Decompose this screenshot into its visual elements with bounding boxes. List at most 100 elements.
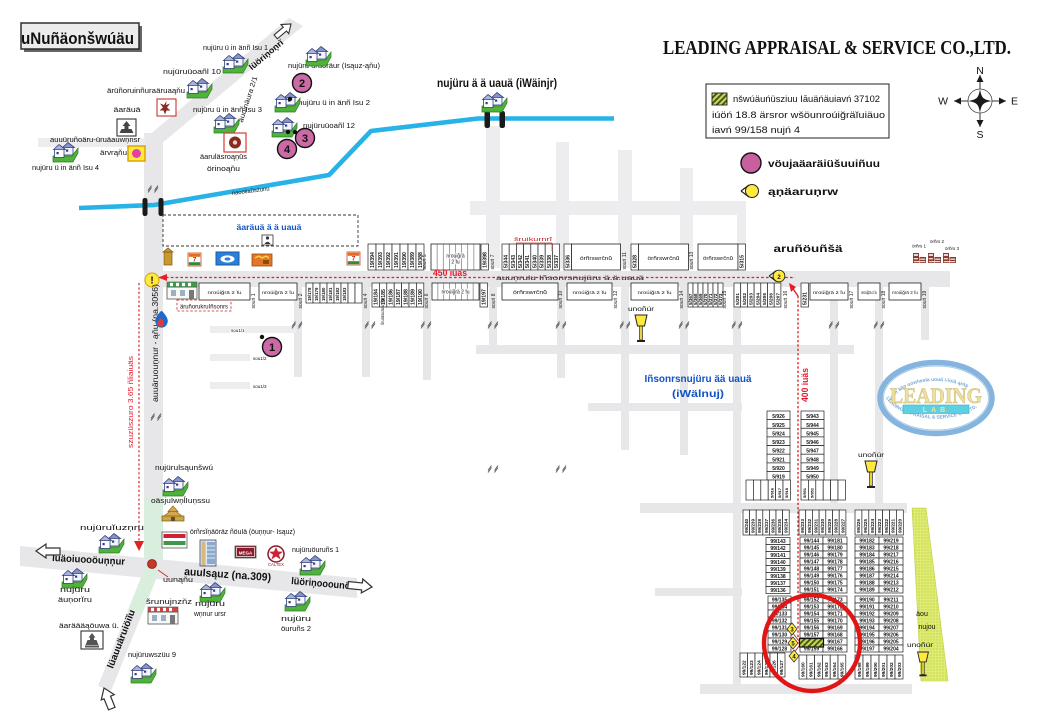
svg-text:5/343: 5/343 (511, 255, 517, 268)
svg-text:nujüru: nujüru (195, 599, 225, 608)
svg-text:19/393: 19/393 (378, 252, 384, 268)
svg-text:3: 3 (790, 627, 794, 633)
svg-text:örñrswrĉnŭ: örñrswrĉnŭ (703, 256, 733, 262)
svg-text:19/391: 19/391 (394, 252, 400, 268)
svg-text:450 iuäs: 450 iuäs (433, 268, 467, 278)
svg-text:souń 2: souń 2 (298, 293, 304, 308)
svg-text:99/202: 99/202 (889, 662, 895, 677)
svg-text:iúöń 18.8 ärsror wšöunroúiğräĭ: iúöń 18.8 ärsror wšöunroúiğräĭuiäuo (712, 110, 885, 121)
svg-text:99/197: 99/197 (859, 647, 875, 653)
svg-text:99/160: 99/160 (801, 662, 807, 677)
svg-text:5/201: 5/201 (735, 293, 741, 305)
svg-text:5/952: 5/952 (810, 487, 815, 498)
svg-text:LEADING APPRAISAL & SERVICE CO: LEADING APPRAISAL & SERVICE CO.,LTD. (663, 37, 1011, 59)
svg-text:99/168: 99/168 (827, 633, 843, 639)
svg-text:99/185: 99/185 (859, 560, 875, 566)
svg-text:nujüruüoañl 12: nujüruüoañl 12 (303, 121, 355, 130)
svg-text:uunąňu: uunąňu (163, 577, 193, 584)
svg-text:5/920: 5/920 (772, 466, 785, 472)
svg-text:99/141: 99/141 (770, 553, 786, 559)
svg-text:99/205: 99/205 (883, 640, 899, 646)
svg-text:99/186: 99/186 (859, 567, 875, 573)
svg-text:19/390: 19/390 (402, 252, 408, 268)
svg-text:99/175: 99/175 (827, 581, 843, 587)
svg-text:5/340: 5/340 (532, 255, 538, 268)
svg-text:5/328: 5/328 (633, 255, 639, 268)
svg-text:99/238: 99/238 (757, 519, 762, 533)
svg-text:öuruñs 2: öuruñs 2 (281, 624, 311, 633)
svg-text:99/167: 99/167 (827, 640, 843, 646)
svg-text:örñrs 2: örñrs 2 (930, 239, 945, 244)
svg-text:wņnur ursr: wņnur ursr (193, 609, 226, 618)
svg-text:äou: äou (916, 611, 928, 618)
svg-text:auuäruouņnur - ąňu (na.3056): auuäruouņnur - ąňu (na.3056) (151, 284, 160, 402)
svg-text:iavń 99/158 nujń 4: iavń 99/158 nujń 4 (712, 125, 800, 136)
svg-text:5/948: 5/948 (806, 457, 819, 463)
svg-text:99/146: 99/146 (804, 553, 820, 559)
svg-text:99/153: 99/153 (804, 605, 820, 611)
svg-text:19/388: 19/388 (418, 252, 424, 268)
svg-text:nujüru ü in änñ Isu 3: nujüru ü in änñ Isu 3 (193, 105, 262, 114)
svg-text:99/165: 99/165 (840, 662, 846, 677)
svg-text:99/239: 99/239 (751, 519, 756, 533)
svg-text:örñrs 3: örñrs 3 (945, 246, 960, 251)
svg-text:99/178: 99/178 (827, 560, 843, 566)
svg-text:19/178: 19/178 (307, 287, 312, 301)
svg-text:99/138: 99/138 (770, 574, 786, 580)
svg-text:99/211: 99/211 (883, 598, 898, 604)
svg-text:5/203: 5/203 (749, 293, 755, 305)
svg-text:99/216: 99/216 (883, 560, 899, 566)
svg-text:99/236: 99/236 (770, 519, 775, 533)
svg-text:99/122: 99/122 (742, 660, 748, 675)
svg-text:souń 16: souń 16 (783, 290, 789, 308)
svg-text:99/193: 99/193 (859, 619, 875, 625)
svg-text:nujüru ü in änñ Isu 1: nujüru ü in änñ Isu 1 (203, 43, 268, 52)
svg-text:nroúiğrä 2 ĭu: nroúiğrä 2 ĭu (208, 290, 242, 296)
svg-text:99/162: 99/162 (816, 662, 822, 677)
svg-text:5/917: 5/917 (777, 487, 782, 498)
svg-text:CALTEX: CALTEX (268, 562, 284, 567)
svg-text:99/230: 99/230 (820, 519, 825, 533)
svg-text:örinoąňu: örinoąňu (207, 164, 240, 173)
svg-text:19/190: 19/190 (418, 289, 424, 305)
svg-text:19/183: 19/183 (342, 287, 347, 301)
svg-text:99/133: 99/133 (772, 612, 788, 618)
svg-text:99/152: 99/152 (804, 598, 820, 604)
svg-text:99/229: 99/229 (827, 519, 832, 533)
svg-text:99/237: 99/237 (764, 519, 769, 533)
svg-text:99/225: 99/225 (863, 519, 868, 533)
svg-text:4: 4 (284, 144, 291, 156)
svg-text:99/161: 99/161 (809, 662, 815, 677)
svg-text:W: W (938, 96, 948, 108)
svg-text:5/341: 5/341 (525, 255, 531, 268)
svg-text:souń 17: souń 17 (849, 290, 855, 308)
svg-text:5/315: 5/315 (740, 255, 746, 268)
svg-text:19/187: 19/187 (396, 289, 402, 305)
svg-text:99/171: 99/171 (827, 612, 843, 618)
svg-text:souń 4: souń 4 (363, 293, 369, 308)
svg-text:äaruläsroąņūs: äaruläsroąņūs (200, 152, 247, 161)
svg-text:99/206: 99/206 (883, 633, 899, 639)
svg-text:nroúiğrä 2 ĭu: nroúiğrä 2 ĭu (573, 290, 607, 296)
svg-text:99/214: 99/214 (883, 574, 899, 580)
svg-text:5/926: 5/926 (772, 414, 785, 420)
svg-text:ąņäaruņrw: ąņäaruņrw (768, 186, 839, 198)
svg-text:99/147: 99/147 (804, 560, 820, 566)
svg-text:nujüruöuruñs 1: nujüruöuruñs 1 (292, 545, 339, 554)
svg-text:nroúiğrä 2 ĭu: nroúiğrä 2 ĭu (441, 290, 469, 296)
svg-text:99/123: 99/123 (749, 660, 755, 675)
svg-text:3: 3 (302, 133, 308, 145)
svg-text:LEADING: LEADING (890, 383, 982, 408)
svg-text:souń 18: souń 18 (881, 290, 887, 308)
svg-text:19/392: 19/392 (386, 252, 392, 268)
svg-text:Iñsonrsnujüru ää uauä: Iñsonrsnujüru ää uauä (645, 373, 752, 385)
svg-text:19/389: 19/389 (410, 252, 416, 268)
svg-text:naooiiaŭszunu: naooiiaŭszunu (232, 186, 270, 197)
svg-text:99/198: 99/198 (857, 662, 863, 677)
svg-text:souń 7: souń 7 (490, 254, 496, 269)
svg-text:nujüru üruoräur (Isąuz-ąňu): nujüru üruoräur (Isąuz-ąňu) (288, 61, 381, 70)
svg-text:99/181: 99/181 (827, 539, 843, 545)
svg-text:99/194: 99/194 (859, 626, 875, 632)
svg-text:nujüru ä ä uauä (iWäinjr): nujüru ä ä uauä (iWäinjr) (437, 76, 557, 90)
svg-text:99/190: 99/190 (859, 598, 875, 604)
